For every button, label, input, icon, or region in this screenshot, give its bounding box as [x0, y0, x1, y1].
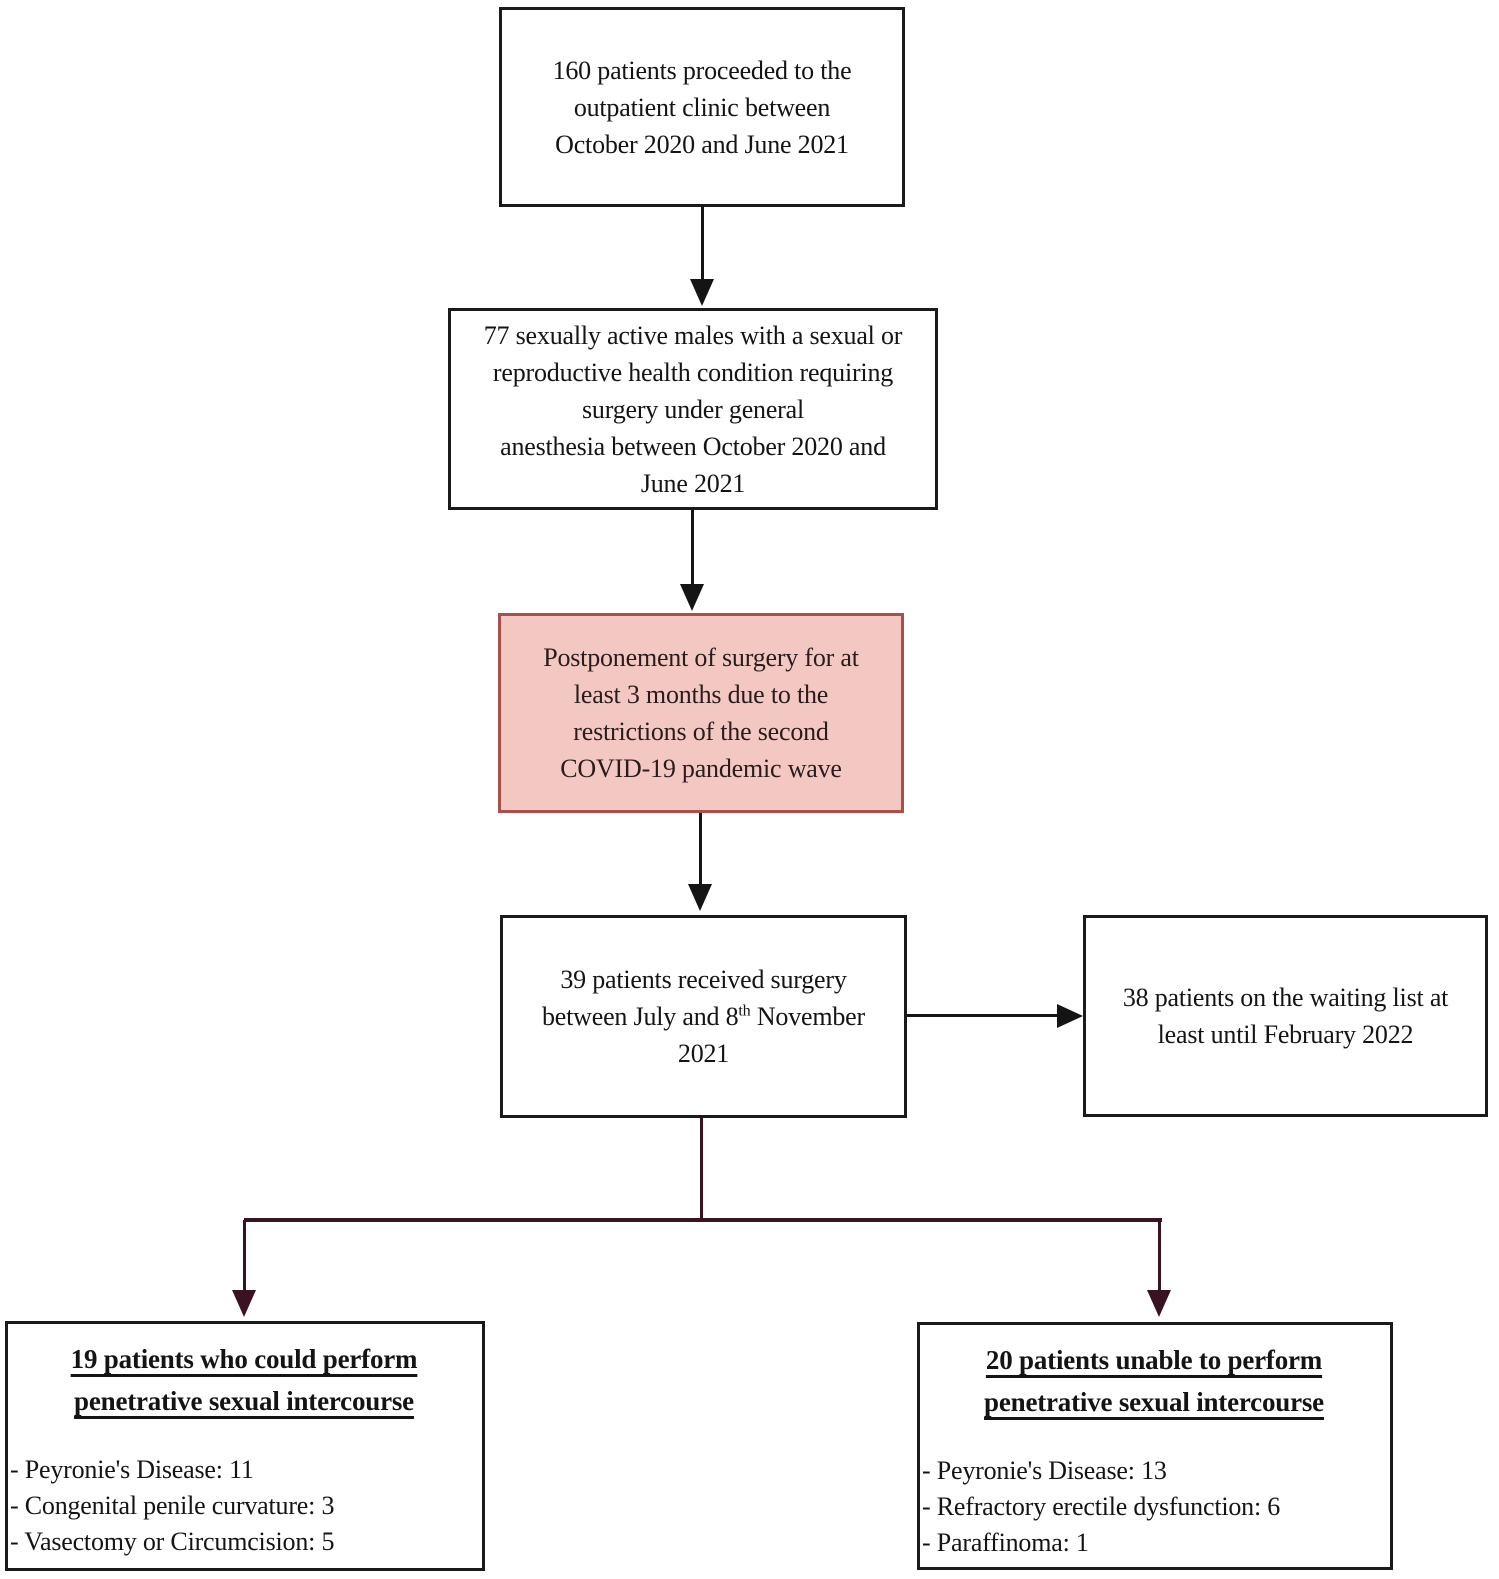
arrow-line: [691, 510, 694, 585]
connector-line: [243, 1220, 246, 1292]
arrow-line: [699, 813, 702, 885]
arrow-line: [701, 206, 704, 280]
box-77-line: 77 sexually active males with a sexual o…: [483, 320, 903, 350]
box-39-line2-text: between July and 8: [542, 1002, 739, 1031]
arrowhead-right-icon: [1057, 1004, 1083, 1028]
box-20-title-line: penetrative sexual intercourse: [984, 1387, 1324, 1417]
box-39-line: 39 patients received surgery: [560, 965, 847, 994]
arrow-line: [907, 1014, 1059, 1017]
box-38-line: least until February 2022: [1157, 1020, 1414, 1049]
list-item: - Peyronie's Disease: 11: [10, 1455, 254, 1484]
box-77-line: anesthesia between October 2020 and: [500, 431, 886, 461]
box-77-line: June 2021: [640, 468, 746, 498]
box-39-line2-text: November: [750, 1002, 865, 1031]
box-19-title: 19 patients who could perform penetrativ…: [10, 1338, 478, 1422]
box-postponement-line: restrictions of the second: [573, 717, 829, 746]
box-39-surgery: 39 patients received surgery between Jul…: [500, 915, 907, 1118]
box-19-items: - Peyronie's Disease: 11 - Congenital pe…: [10, 1452, 478, 1560]
box-postponement-line: least 3 months due to the: [573, 680, 829, 709]
connector-line: [1158, 1220, 1161, 1292]
connector-line: [700, 1118, 703, 1221]
box-160-line: October 2020 and June 2021: [555, 129, 849, 159]
box-39-line: 2021: [677, 1039, 730, 1068]
box-19-title-line: 19 patients who could perform: [70, 1344, 418, 1374]
box-19-able: 19 patients who could perform penetrativ…: [5, 1321, 485, 1571]
box-postponement-line: Postponement of surgery for at: [543, 643, 859, 672]
connector-line: [244, 1218, 1162, 1222]
list-item: - Congenital penile curvature: 3: [10, 1491, 335, 1520]
box-38-waiting-list: 38 patients on the waiting list at least…: [1083, 915, 1488, 1117]
box-77-line: reproductive health condition requiring: [492, 357, 894, 387]
box-20-unable: 20 patients unable to perform penetrativ…: [917, 1322, 1393, 1570]
list-item: - Paraffinoma: 1: [922, 1528, 1089, 1557]
list-item: - Peyronie's Disease: 13: [922, 1456, 1167, 1485]
box-20-title-line: 20 patients unable to perform: [985, 1345, 1323, 1375]
arrowhead-down-icon: [690, 279, 714, 306]
box-19-title-line: penetrative sexual intercourse: [74, 1386, 414, 1416]
box-38-line: 38 patients on the waiting list at: [1122, 983, 1449, 1012]
arrowhead-down-icon: [232, 1290, 256, 1317]
list-item: - Vasectomy or Circumcision: 5: [10, 1527, 335, 1556]
arrowhead-down-icon: [688, 884, 712, 911]
arrowhead-down-icon: [1147, 1290, 1171, 1317]
box-160-line: outpatient clinic between: [573, 92, 831, 122]
box-20-title: 20 patients unable to perform penetrativ…: [922, 1339, 1386, 1423]
box-postponement-line: COVID-19 pandemic wave: [560, 754, 842, 783]
box-39-line: between July and 8th November: [542, 998, 865, 1035]
box-160-patients: 160 patients proceeded to the outpatient…: [499, 7, 905, 207]
box-postponement: Postponement of surgery for at least 3 m…: [498, 613, 904, 813]
box-77-line: surgery under general: [581, 394, 804, 424]
list-item: - Refractory erectile dysfunction: 6: [922, 1492, 1281, 1521]
box-77-males: 77 sexually active males with a sexual o…: [448, 308, 938, 510]
box-39-superscript: th: [738, 1002, 751, 1020]
box-160-line: 160 patients proceeded to the: [552, 55, 852, 85]
arrowhead-down-icon: [680, 584, 704, 611]
box-20-items: - Peyronie's Disease: 13 - Refractory er…: [922, 1453, 1386, 1561]
